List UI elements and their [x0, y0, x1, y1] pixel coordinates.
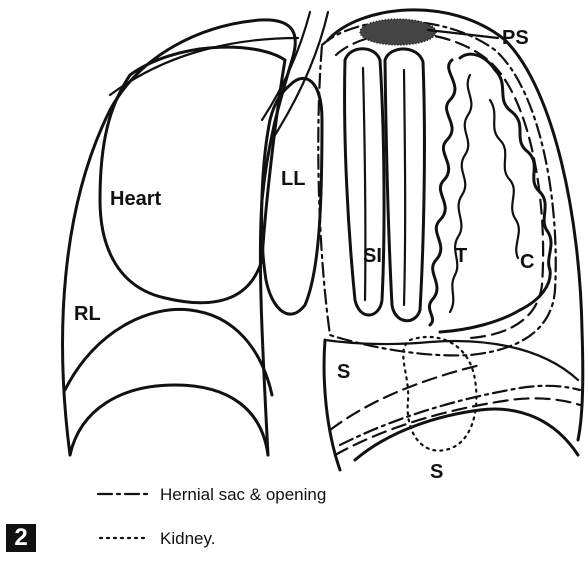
right-diaphragm-dome	[70, 385, 268, 455]
inner-pleura-line	[110, 38, 298, 95]
kidney-outline	[403, 337, 476, 451]
figure-number-badge: 2	[6, 524, 36, 552]
left-lung-outline	[262, 78, 322, 314]
descending-colon	[440, 54, 551, 332]
legend-kidney-text: Kidney.	[160, 529, 215, 548]
label-ll: LL	[281, 168, 305, 190]
label-s-lower: S	[430, 461, 443, 483]
mediastinal-line-1	[262, 12, 310, 120]
left-lower-boundary	[324, 340, 340, 470]
label-s-upper: S	[337, 361, 350, 383]
hernial-sac-outline	[318, 21, 555, 355]
right-thorax-outline	[63, 20, 296, 455]
label-heart: Heart	[110, 188, 161, 210]
label-t: T	[455, 245, 467, 267]
legend-hernial-text: Hernial sac & opening	[160, 485, 326, 504]
left-diaphragm-curve	[355, 409, 578, 460]
upper-s-region	[325, 340, 578, 380]
label-rl: RL	[74, 303, 101, 325]
hernial-opening-dash-1	[330, 365, 480, 430]
label-ps: PS	[502, 27, 529, 49]
descending-colon-inner	[490, 100, 519, 258]
label-si: SI	[363, 245, 382, 267]
transverse-colon	[429, 60, 455, 325]
transverse-colon-inner	[450, 75, 471, 312]
ps-stippled-area	[360, 19, 436, 45]
label-c: C	[520, 251, 534, 273]
